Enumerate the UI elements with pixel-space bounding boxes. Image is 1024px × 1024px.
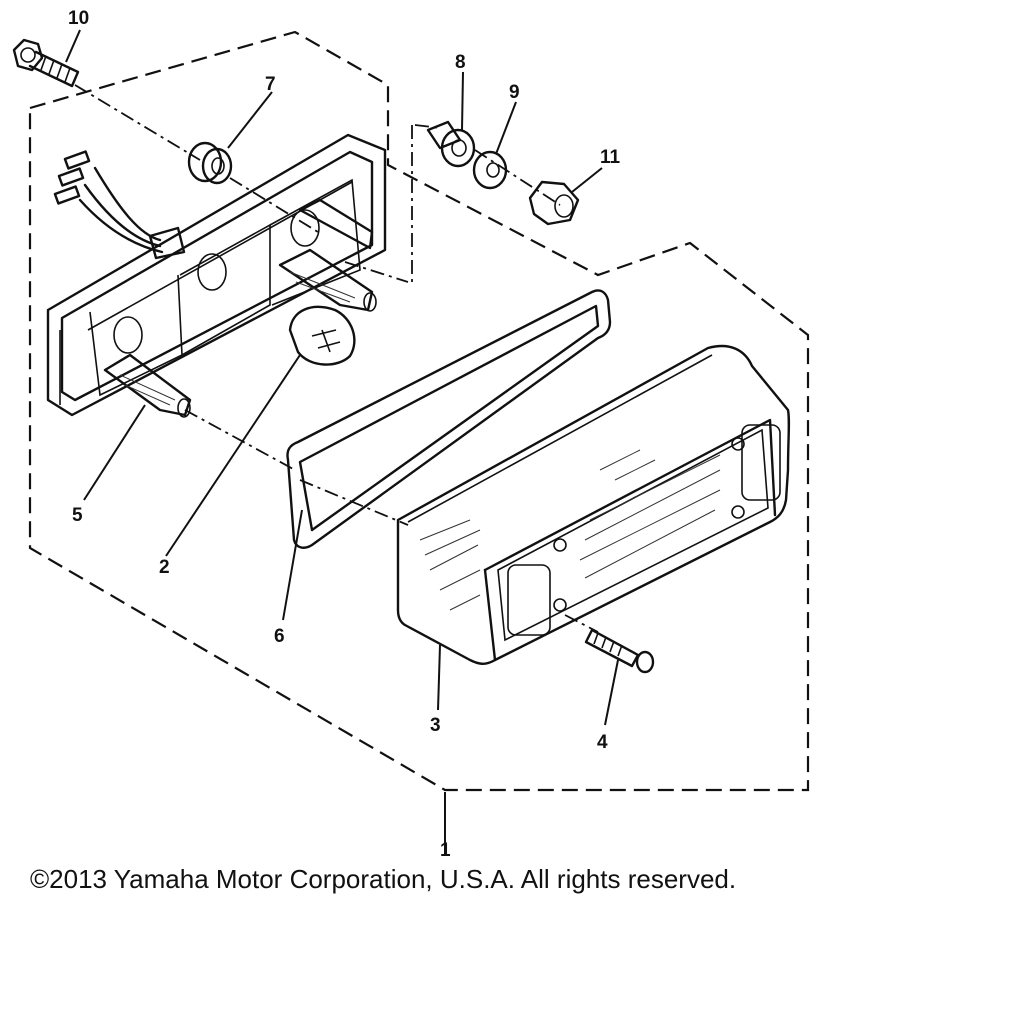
lamp-housing-base bbox=[46, 133, 387, 418]
callout-4: 4 bbox=[597, 732, 608, 753]
bolt-part-10 bbox=[12, 38, 80, 88]
callout-11: 11 bbox=[600, 147, 621, 168]
callout-10: 10 bbox=[68, 8, 89, 29]
grommet-part-7 bbox=[187, 141, 233, 185]
assembly-boundary bbox=[28, 30, 810, 792]
nut-part-11 bbox=[528, 180, 580, 226]
callout-5: 5 bbox=[72, 505, 83, 526]
tail-light-exploded-diagram: 10 7 8 9 11 5 2 6 3 4 1 bbox=[12, 8, 810, 860]
lens-part-3 bbox=[396, 344, 791, 665]
callout-1: 1 bbox=[440, 840, 451, 860]
washer-part-9 bbox=[472, 150, 508, 190]
callout-6: 6 bbox=[274, 626, 285, 647]
callout-7: 7 bbox=[265, 74, 276, 95]
gasket-part-6 bbox=[286, 289, 612, 549]
callout-3: 3 bbox=[430, 715, 441, 736]
bulb-part-2 bbox=[288, 305, 356, 366]
screw-part-4 bbox=[584, 628, 655, 674]
collar-part-8 bbox=[426, 120, 476, 168]
copyright-notice: ©2013 Yamaha Motor Corporation, U.S.A. A… bbox=[30, 864, 737, 894]
callout-2: 2 bbox=[159, 557, 170, 578]
callout-9: 9 bbox=[509, 82, 520, 103]
callout-pointers bbox=[65, 29, 619, 726]
callout-labels: 10 7 8 9 11 5 2 6 3 4 1 bbox=[68, 8, 621, 860]
callout-8: 8 bbox=[455, 52, 466, 73]
